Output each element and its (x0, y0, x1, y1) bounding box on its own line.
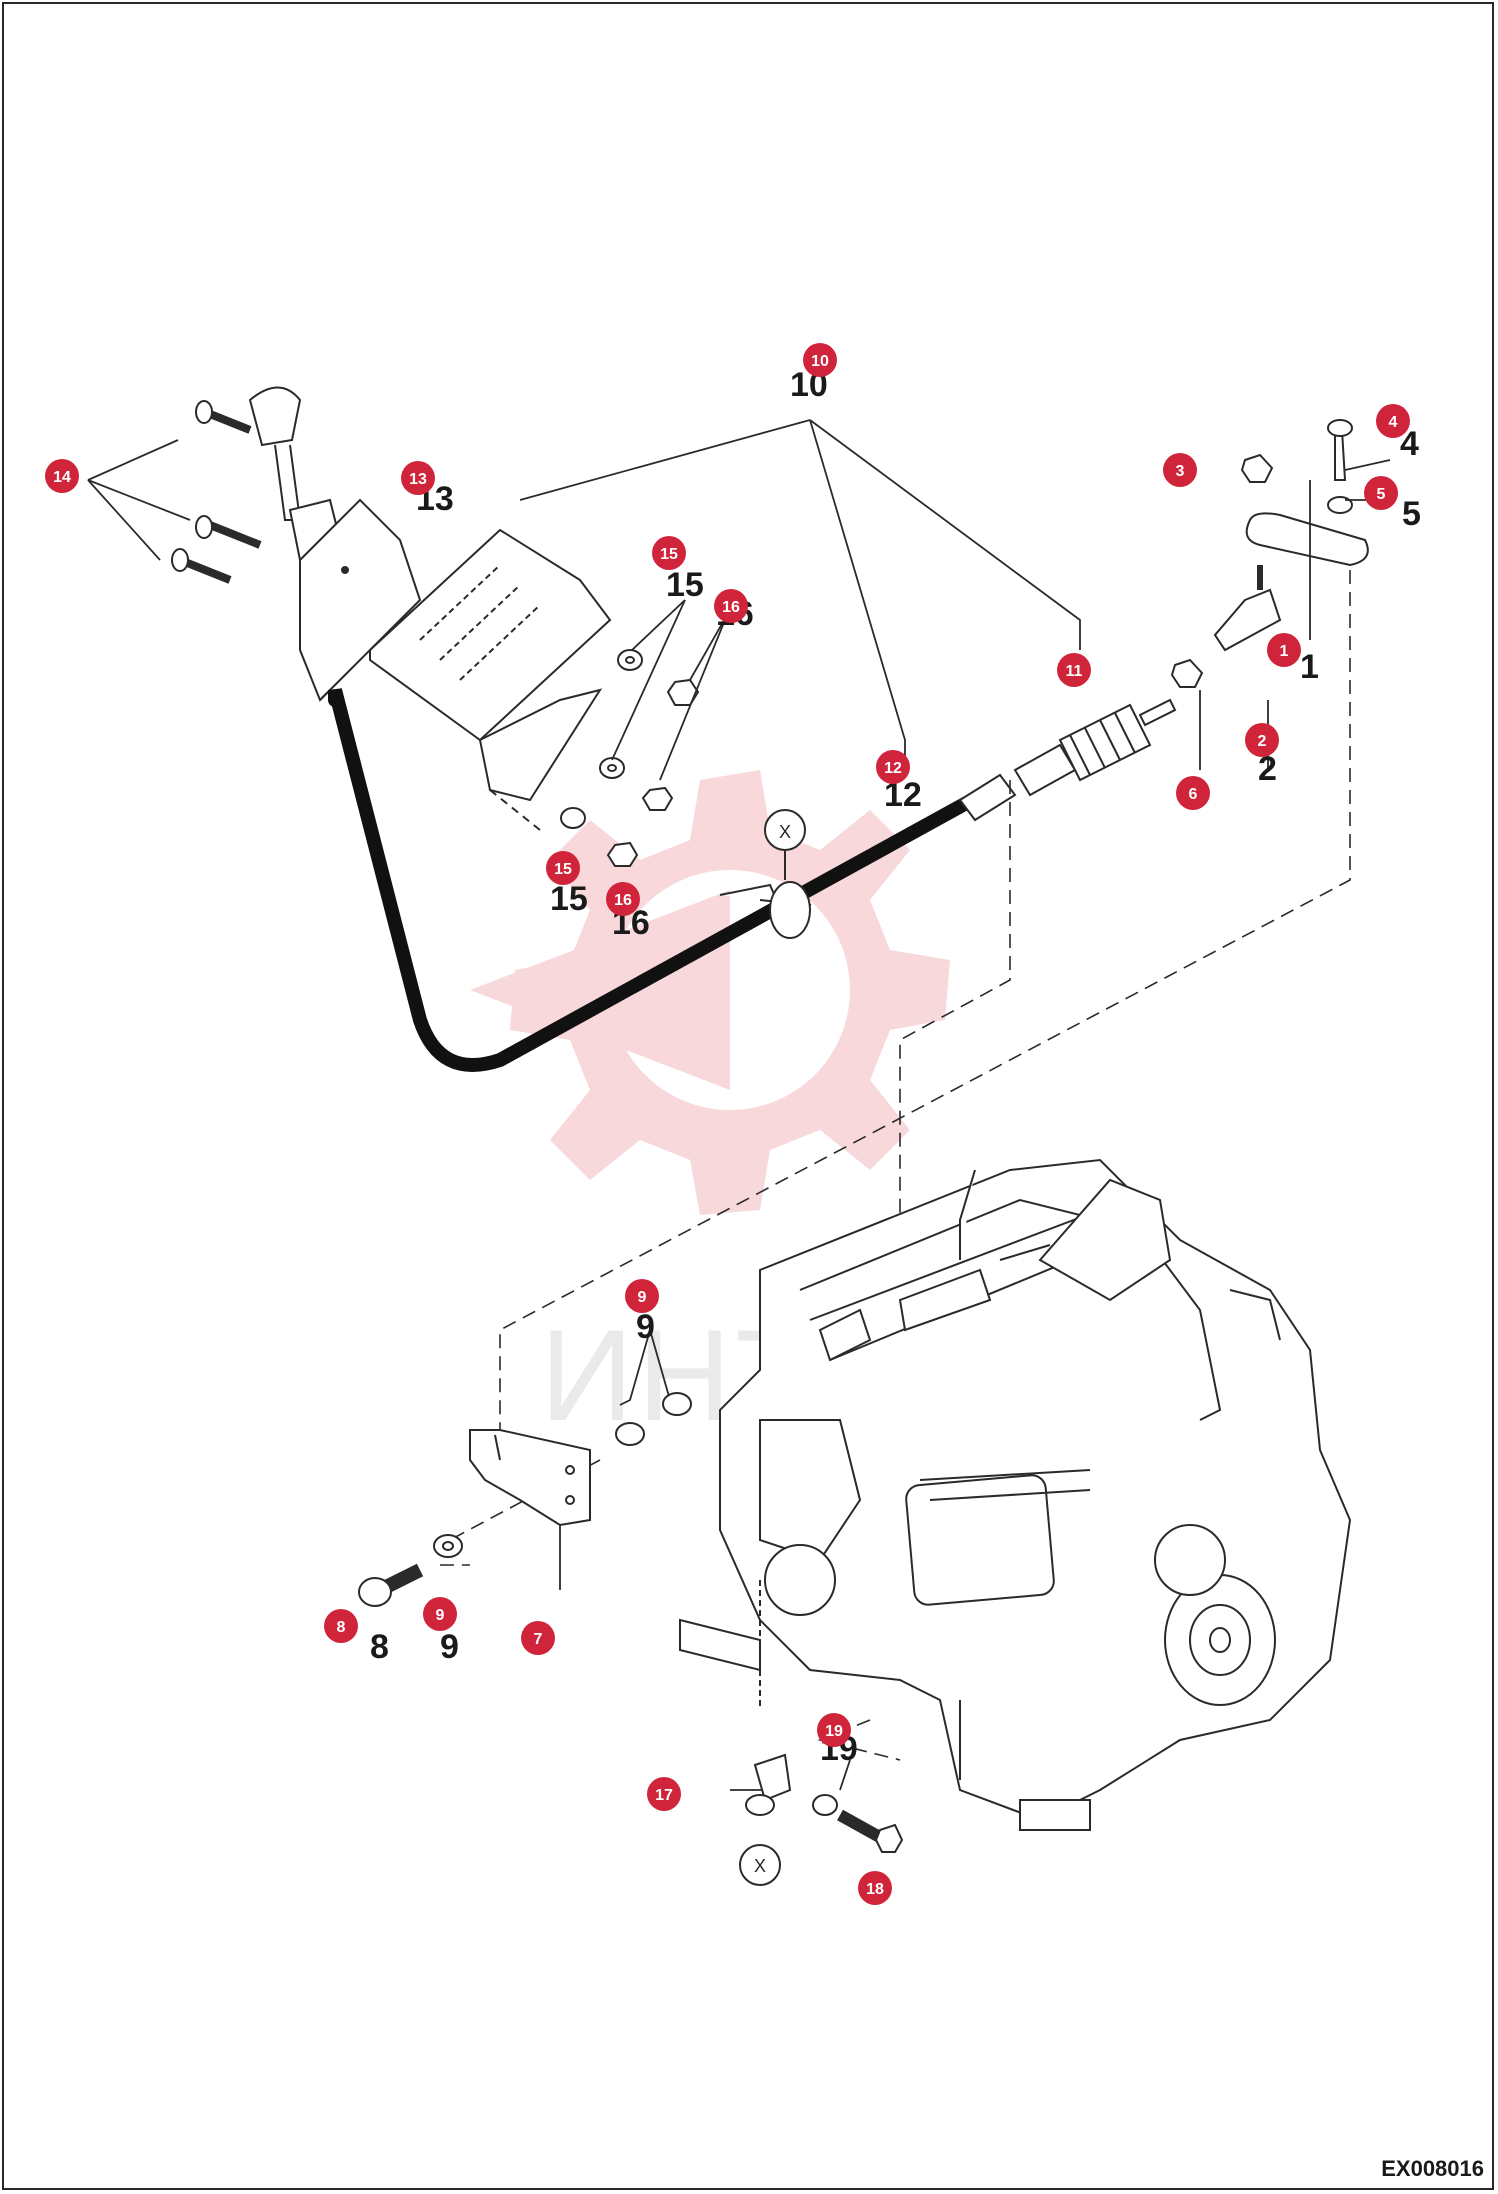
callout-circle (647, 1777, 681, 1811)
callout-circle (401, 461, 435, 495)
callout-circle (45, 459, 79, 493)
bolt-8-washer-9 (358, 1392, 692, 1607)
callout-number: 1 (1280, 643, 1289, 660)
callout-9a: 9 (625, 1279, 659, 1313)
callout-number: 3 (1176, 463, 1185, 480)
control-lever (248, 386, 422, 702)
callout-circle (423, 1597, 457, 1631)
callout-8: 8 (324, 1609, 358, 1643)
callout-7: 7 (521, 1621, 555, 1655)
callout-1: 1 (1267, 633, 1301, 667)
callout-5: 5 (1364, 476, 1398, 510)
callout-3: 3 (1163, 453, 1197, 487)
part-label-15a: 15 (666, 566, 704, 604)
part-label-1: 1 (1300, 648, 1319, 686)
callout-17: 17 (647, 1777, 681, 1811)
callout-number: 16 (614, 892, 632, 909)
callout-6: 6 (1176, 776, 1210, 810)
callout-10: 10 (803, 343, 837, 377)
callout-circle (1376, 404, 1410, 438)
callout-number: 9 (638, 1289, 647, 1306)
callout-9b: 9 (423, 1597, 457, 1631)
callout-11: 11 (1057, 653, 1091, 687)
callout-number: 7 (534, 1631, 543, 1648)
cable-fitting (958, 698, 1177, 822)
callout-15b: 15 (546, 851, 580, 885)
part-label-9a: 9 (636, 1308, 655, 1346)
mounting-bracket (369, 528, 612, 831)
callout-circle (817, 1713, 851, 1747)
callout-number: 8 (337, 1619, 346, 1636)
callout-number: 9 (436, 1607, 445, 1624)
callout-number: 15 (554, 861, 572, 878)
callout-number: 5 (1377, 486, 1386, 503)
part-label-2: 2 (1258, 750, 1277, 788)
callout-circle (876, 750, 910, 784)
callout-circle (803, 343, 837, 377)
callout-12: 12 (876, 750, 910, 784)
cable-clamp: X (719, 809, 812, 939)
callout-number: 19 (825, 1723, 843, 1740)
callout-16a: 16 (714, 589, 748, 623)
callout-circle (858, 1871, 892, 1905)
callout-13: 13 (401, 461, 435, 495)
callout-circle (546, 851, 580, 885)
callout-number: 14 (53, 469, 71, 486)
callout-circle (324, 1609, 358, 1643)
callout-circle (1364, 476, 1398, 510)
part-label-4: 4 (1400, 425, 1419, 463)
callout-circle (1057, 653, 1091, 687)
engine-block (679, 1158, 1352, 1831)
part-label-8: 8 (370, 1628, 389, 1666)
callout-circle (652, 536, 686, 570)
part-number-labels: 1 2 4 5 8 9 9 10 12 13 15 15 16 16 19 (370, 366, 1421, 1768)
throttle-cable (328, 688, 997, 1072)
callout-circle (1176, 776, 1210, 810)
bolts-14 (171, 400, 262, 584)
callout-circle (606, 882, 640, 916)
callout-16b: 16 (606, 882, 640, 916)
callout-number: 6 (1189, 786, 1198, 803)
callout-number: 18 (866, 1881, 884, 1898)
callout-circle (714, 589, 748, 623)
callout-number: 11 (1066, 663, 1083, 680)
marker-x-top: X (779, 822, 791, 842)
callout-number: 10 (811, 353, 829, 370)
callout-number: 15 (660, 546, 678, 563)
callout-number: 17 (655, 1787, 673, 1804)
callout-number: 4 (1389, 414, 1398, 431)
callout-circle (625, 1279, 659, 1313)
hardware-15-16 (560, 649, 700, 867)
part-label-5: 5 (1402, 495, 1421, 533)
callout-4: 4 (1376, 404, 1410, 438)
callout-circle (1245, 723, 1279, 757)
sheet-id: EX008016 (1381, 2156, 1484, 2181)
callout-circle (1267, 633, 1301, 667)
callout-18: 18 (858, 1871, 892, 1905)
callout-14: 14 (45, 459, 79, 493)
part-label-9b: 9 (440, 1628, 459, 1666)
callout-number: 2 (1258, 733, 1267, 750)
callout-circle (1163, 453, 1197, 487)
callout-2: 2 (1245, 723, 1279, 757)
callout-circle (521, 1621, 555, 1655)
callout-15a: 15 (652, 536, 686, 570)
callout-number: 16 (722, 599, 740, 616)
marker-x-bottom: X (754, 1856, 766, 1876)
clamp-17-bolt-18: X (739, 1753, 904, 1886)
callout-19: 19 (817, 1713, 851, 1747)
callout-number: 13 (409, 471, 427, 488)
linkage-parts (1170, 419, 1369, 688)
part-label-15b: 15 (550, 880, 588, 918)
callout-number: 12 (884, 760, 902, 777)
bracket-7 (469, 1429, 591, 1527)
